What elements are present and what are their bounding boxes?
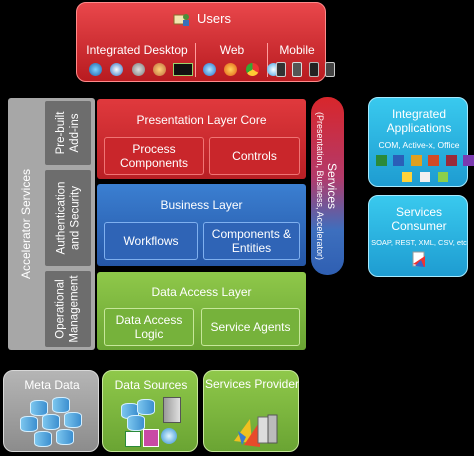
ie-icon — [203, 63, 216, 77]
services-pill: Services (Presentation, Business, Accele… — [311, 97, 344, 275]
office-apps-icons — [375, 153, 474, 167]
integrated-applications-box: Integrated Applications COM, Active-x, O… — [368, 97, 474, 187]
settings-icon — [131, 63, 145, 77]
business-layer-title: Business Layer — [160, 198, 243, 212]
data-sources-box: Data Sources — [102, 370, 198, 452]
tools-icon — [438, 172, 449, 182]
office-icon — [110, 63, 124, 77]
data-access-layer: Data Access Layer Data Access Logic Serv… — [97, 272, 306, 350]
services-consumer-subtitle: SOAP, REST, XML, CSV, etc — [371, 238, 467, 247]
desktop-icons — [87, 61, 193, 77]
presentation-layer-title: Presentation Layer Core — [136, 113, 267, 127]
database-icon — [127, 415, 145, 431]
firefox-icon — [224, 63, 238, 77]
users-segment-desktop: Integrated Desktop — [86, 43, 188, 57]
process-components-box: Process Components — [104, 137, 204, 175]
meta-data-title: Meta Data — [24, 378, 80, 392]
word-icon — [393, 155, 405, 166]
access-icon — [445, 155, 457, 166]
people-icon — [153, 63, 167, 77]
windows-icon — [89, 63, 102, 77]
phone-icon — [292, 62, 303, 78]
accelerator-services-label: Accelerator Services — [19, 168, 34, 280]
meta-data-box: Meta Data — [3, 370, 99, 452]
business-layer: Business Layer Workflows Components & En… — [97, 184, 306, 266]
users-title: Users — [77, 11, 327, 27]
prebuilt-addins-module: Pre-built Add-ins — [45, 101, 91, 165]
users-icon — [173, 13, 191, 27]
services-consumer-title: Services Consumer — [391, 205, 447, 233]
authentication-security-module: Authentication and Security — [45, 170, 91, 266]
components-entities-box: Components & Entities — [203, 222, 300, 260]
users-segment-mobile: Mobile — [279, 43, 315, 57]
chrome-icon — [245, 63, 259, 77]
mobile-icons — [275, 61, 336, 78]
services-provider-box: Services Provider — [203, 370, 299, 452]
web-data-icon — [161, 428, 177, 444]
users-divider — [195, 43, 196, 77]
users-box: Users Integrated Desktop Web Mobile — [76, 2, 336, 82]
database-icon — [137, 399, 155, 415]
onenote-icon — [463, 155, 474, 166]
outlook-icon — [410, 155, 422, 166]
workflows-box: Workflows — [104, 222, 198, 260]
integrated-applications-title: Integrated Applications — [386, 107, 452, 135]
phone-icon — [308, 62, 319, 78]
service-agents-box: Service Agents — [201, 308, 300, 346]
chart-icon — [401, 172, 412, 182]
phone-icon — [276, 62, 286, 78]
database-icon — [18, 397, 88, 447]
server-icon — [163, 397, 181, 423]
services-provider-title: Services Provider — [204, 377, 300, 391]
integrated-applications-subtitle: COM, Active-x, Office — [378, 140, 460, 150]
users-segment-web: Web — [219, 43, 245, 57]
users-divider — [267, 43, 268, 77]
data-sources-icons — [117, 397, 187, 447]
controls-box: Controls — [209, 137, 300, 175]
services-label: Services (Presentation, Business, Accele… — [315, 111, 340, 261]
data-access-layer-title: Data Access Layer — [151, 285, 252, 299]
xml-file-icon — [143, 429, 159, 447]
app-icons-row-2 — [395, 169, 455, 183]
services-consumer-box: Services Consumer SOAP, REST, XML, CSV, … — [368, 195, 468, 277]
excel-icon — [376, 155, 387, 166]
powerpoint-icon — [428, 155, 440, 166]
web-icons — [201, 61, 282, 77]
spreadsheet-icon — [125, 431, 141, 447]
document-icon — [420, 172, 430, 182]
consumer-icon — [411, 251, 427, 269]
presentation-layer: Presentation Layer Core Process Componen… — [97, 99, 306, 179]
phone-icon — [325, 62, 336, 78]
data-sources-title: Data Sources — [114, 378, 188, 392]
services-provider-icon — [230, 411, 280, 449]
data-access-logic-box: Data Access Logic — [104, 308, 194, 346]
console-icon — [172, 63, 193, 77]
operational-management-module: Operational Management — [45, 271, 91, 347]
